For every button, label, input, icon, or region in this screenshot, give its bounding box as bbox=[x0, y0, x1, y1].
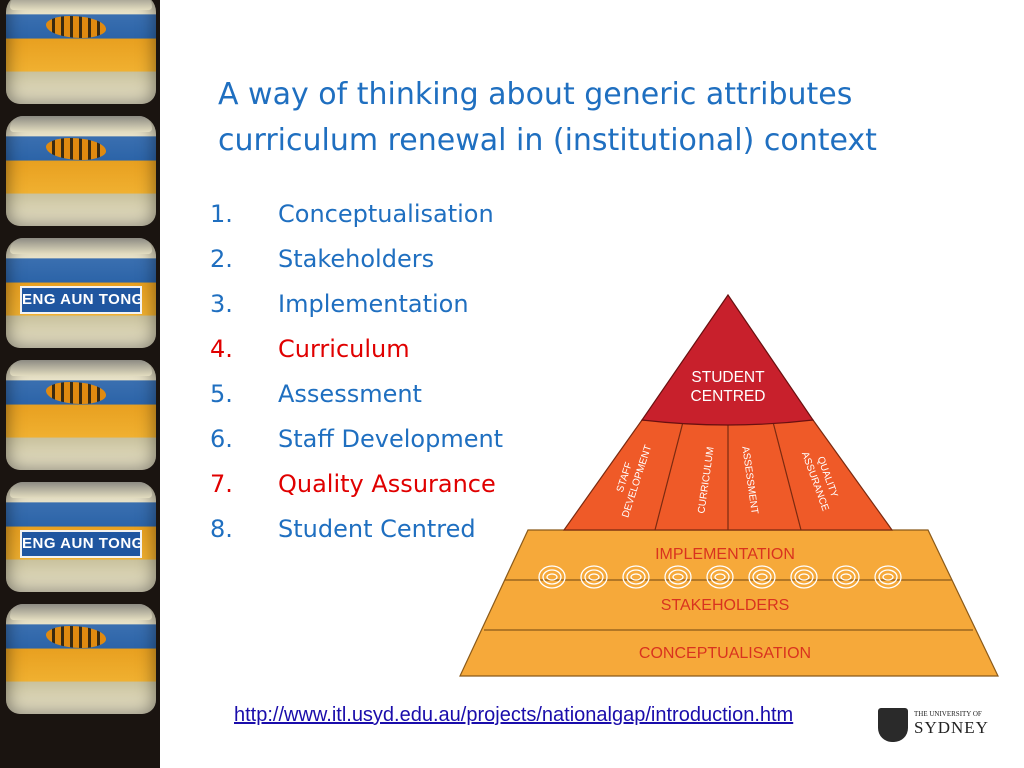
ripple-ring bbox=[538, 565, 566, 589]
ripple-ring bbox=[622, 565, 650, 589]
ripple-ring bbox=[706, 565, 734, 589]
crest-icon bbox=[878, 708, 908, 742]
step-number: 6. bbox=[210, 425, 233, 453]
ripple-ring bbox=[580, 565, 608, 589]
logo-big-text: SYDNEY bbox=[914, 718, 989, 737]
ripple-ring bbox=[748, 565, 776, 589]
jar-image bbox=[6, 360, 156, 470]
step-item: 1. Conceptualisation bbox=[210, 192, 503, 237]
ripple-ring bbox=[584, 569, 604, 585]
step-number: 7. bbox=[210, 470, 233, 498]
ripple-ring bbox=[874, 565, 902, 589]
slide-title-line: A way of thinking about generic attribut… bbox=[218, 77, 853, 112]
ripple-ring bbox=[832, 565, 860, 589]
slide-title: A way of thinking about generic attribut… bbox=[218, 72, 998, 164]
pyramid-apex bbox=[640, 293, 815, 426]
step-item: 5. Assessment bbox=[210, 372, 503, 417]
step-label: Stakeholders bbox=[278, 245, 435, 273]
step-item: 6. Staff Development bbox=[210, 417, 503, 462]
ripple-ring bbox=[840, 573, 852, 581]
pyramid-stakeholders-label: STAKEHOLDERS bbox=[661, 597, 790, 614]
source-link[interactable]: http://www.itl.usyd.edu.au/projects/nati… bbox=[234, 704, 794, 726]
ripple-ring bbox=[794, 569, 814, 585]
ripple-ring bbox=[664, 565, 692, 589]
steps-list: 1. Conceptualisation 2. Stakeholders 3. Imple… bbox=[210, 192, 503, 552]
ripple-ring bbox=[790, 565, 818, 589]
step-number: 4. bbox=[210, 335, 233, 363]
step-number: 8. bbox=[210, 515, 233, 543]
ripple-ring bbox=[672, 573, 684, 581]
jar-image bbox=[6, 604, 156, 714]
ripple-ring bbox=[546, 573, 558, 581]
ripple-ring bbox=[798, 573, 810, 581]
ripple-ring bbox=[878, 569, 898, 585]
ripple-ring bbox=[714, 573, 726, 581]
jar-label: ENG AUN TONG bbox=[20, 286, 142, 314]
logo-small-text: THE UNIVERSITY OF bbox=[914, 710, 982, 718]
step-label: Assessment bbox=[278, 380, 422, 408]
ripple-ring bbox=[542, 569, 562, 585]
step-label: Curriculum bbox=[278, 335, 410, 363]
ripple-ring bbox=[756, 573, 768, 581]
ripple-ring bbox=[882, 573, 894, 581]
pyramid-apex-label: STUDENT bbox=[691, 369, 765, 386]
step-number: 5. bbox=[210, 380, 233, 408]
ripple-ring bbox=[626, 569, 646, 585]
slide-title-line: curriculum renewal in (institutional) co… bbox=[218, 123, 877, 158]
step-label: Quality Assurance bbox=[278, 470, 496, 498]
decorative-photo-strip: ENG AUN TONG ENG AUN TONG bbox=[0, 0, 160, 768]
step-item: 4. Curriculum bbox=[210, 327, 503, 372]
step-item: 7. Quality Assurance bbox=[210, 462, 503, 507]
step-label: Student Centred bbox=[278, 515, 476, 543]
step-label: Conceptualisation bbox=[278, 200, 494, 228]
jar-label: ENG AUN TONG bbox=[20, 530, 142, 558]
pyramid-diagram: STUDENT CENTRED STAFF DEVELOPMENT CURRIC… bbox=[459, 293, 999, 677]
step-number: 2. bbox=[210, 245, 233, 273]
ripple-decoration bbox=[538, 565, 902, 589]
step-item: 3. Implementation bbox=[210, 282, 503, 327]
jar-image: ENG AUN TONG bbox=[6, 482, 156, 592]
step-label: Staff Development bbox=[278, 425, 504, 453]
university-logo: THE UNIVERSITY OF SYDNEY bbox=[878, 708, 990, 744]
step-number: 1. bbox=[210, 200, 233, 228]
ripple-ring bbox=[668, 569, 688, 585]
jar-image bbox=[6, 0, 156, 104]
ripple-ring bbox=[752, 569, 772, 585]
ripple-ring bbox=[710, 569, 730, 585]
ripple-ring bbox=[630, 573, 642, 581]
ripple-ring bbox=[836, 569, 856, 585]
ripple-ring bbox=[588, 573, 600, 581]
pyramid-implementation-label: IMPLEMENTATION bbox=[655, 546, 795, 563]
jar-image bbox=[6, 116, 156, 226]
jar-image: ENG AUN TONG bbox=[6, 238, 156, 348]
step-item: 8. Student Centred bbox=[210, 507, 503, 552]
step-number: 3. bbox=[210, 290, 233, 318]
pyramid-apex-label: CENTRED bbox=[691, 388, 766, 405]
step-item: 2. Stakeholders bbox=[210, 237, 503, 282]
step-label: Implementation bbox=[278, 290, 469, 318]
pyramid-conceptualisation-label: CONCEPTUALISATION bbox=[639, 645, 811, 662]
